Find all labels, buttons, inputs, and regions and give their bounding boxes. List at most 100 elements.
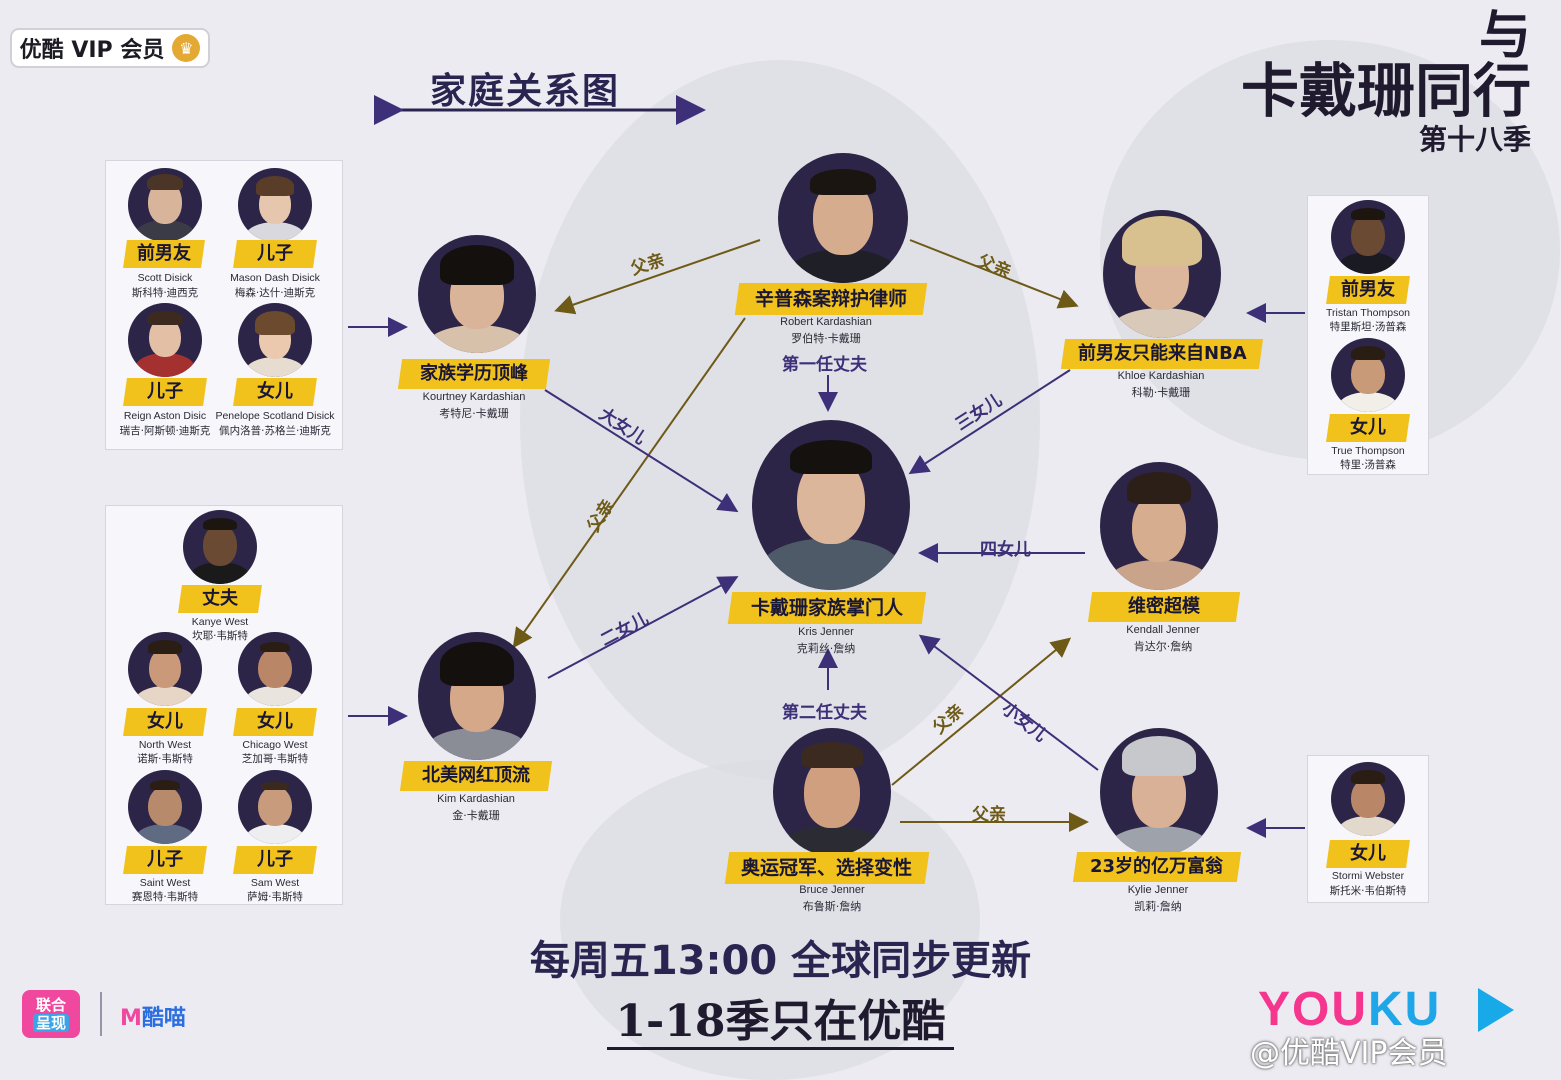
schedule-text: 每周五13:00 全球同步更新 (529, 938, 1032, 984)
person-name-en: Kendall Jenner (1126, 624, 1200, 636)
show-title-season: 第十八季 (1418, 123, 1531, 156)
relation-label: 第一任丈夫 (782, 355, 867, 375)
line-bruce-kendall (891, 637, 1072, 786)
avatar (1331, 762, 1405, 836)
avatar (128, 168, 202, 242)
person-name-cn: 凯莉·詹纳 (1134, 900, 1182, 913)
avatar (183, 510, 257, 584)
relation-tag: 前男友 (1326, 276, 1410, 304)
show-title: 与 卡戴珊同行 第十八季 (1241, 10, 1531, 154)
avatar (128, 770, 202, 844)
lianhe-logo-bottom: 呈现 (32, 1014, 69, 1032)
relation-tag: 女儿 (1326, 840, 1410, 868)
relation-label: 第二任丈夫 (782, 703, 867, 723)
person-name-en: Kylie Jenner (1127, 884, 1189, 896)
member-name-cn: 瑞吉·阿斯顿·迪斯克 (119, 425, 211, 437)
avatar (238, 632, 312, 706)
person-name-cn: 金·卡戴珊 (452, 809, 500, 822)
exclusive-text: 1-18季只在优酷 (0, 985, 1561, 1050)
youku-logo-part2: KU (1368, 983, 1442, 1036)
member-name-en: True Thompson (1331, 445, 1405, 457)
person-name-en: Bruce Jenner (799, 884, 865, 896)
line-kim-kris (547, 576, 739, 679)
portrait-bruce (773, 728, 891, 856)
member-name-cn: 斯科特·迪西克 (131, 287, 199, 299)
youku-play-icon (1478, 988, 1514, 1032)
person-title-tag: 23岁的亿万富翁 (1072, 852, 1242, 882)
relation-tag: 女儿 (123, 708, 207, 736)
member-name-en: Sam West (250, 877, 300, 889)
person-name-cn: 肯达尔·詹纳 (1133, 640, 1193, 653)
member-name-en: Mason Dash Disick (230, 272, 320, 284)
member-name-en: Kanye West (191, 616, 249, 628)
kumiao-logo-mark: M (120, 1006, 142, 1031)
member-name-en: Tristan Thompson (1325, 307, 1411, 319)
relation-tag: 儿子 (233, 846, 317, 874)
avatar (238, 168, 312, 242)
crown-icon: ♛ (172, 34, 201, 62)
vip-badge-text: 优酷 VIP 会员 (19, 38, 165, 63)
person-name-en: Khloe Kardashian (1117, 370, 1205, 382)
relation-tag: 女儿 (233, 378, 317, 406)
avatar (1331, 200, 1405, 274)
avatar (1331, 338, 1405, 412)
member-name-en: Saint West (139, 877, 191, 889)
portrait-kylie (1100, 728, 1218, 856)
line-khloe-kris (908, 369, 1071, 475)
member-name-cn: 赛恩特·韦斯特 (131, 891, 199, 903)
relation-tag: 前男友 (123, 240, 205, 268)
line-robert-kim (512, 317, 746, 649)
person-title-tag: 北美网红顶流 (399, 761, 553, 791)
portrait-kris (752, 420, 910, 590)
show-title-line1: 与 (1478, 6, 1531, 66)
member-name-cn: 佩内洛普·苏格兰·迪斯克 (219, 425, 331, 437)
person-name-en: Kourtney Kardashian (422, 391, 526, 403)
avatar (128, 303, 202, 377)
lianhe-logo-top: 联合 (35, 996, 66, 1014)
person-title-tag: 前男友只能来自NBA (1060, 339, 1264, 369)
member-name-cn: 萨姆·韦斯特 (247, 891, 303, 903)
person-name-en: Robert Kardashian (780, 316, 872, 328)
person-title-tag: 家族学历顶峰 (397, 359, 551, 389)
person-title-tag: 卡戴珊家族掌门人 (727, 592, 927, 624)
logo-divider (100, 992, 102, 1036)
relation-tag: 女儿 (233, 708, 317, 736)
background-portrait-shade (560, 760, 980, 1080)
portrait-kourtney (418, 235, 536, 353)
portrait-robert (778, 153, 908, 283)
person-name-en: Kim Kardashian (437, 793, 515, 805)
person-title-tag: 奥运冠军、选择变性 (724, 852, 930, 884)
person-name-cn: 罗伯特·卡戴珊 (791, 332, 861, 345)
member-name-en: North West (138, 739, 192, 751)
person-name-cn: 克莉丝·詹纳 (796, 642, 856, 655)
person-title-tag: 辛普森案辩护律师 (734, 283, 928, 315)
member-name-en: Penelope Scotland Disick (215, 410, 335, 422)
vip-badge: 优酷 VIP 会员 ♛ (10, 28, 210, 68)
member-name-cn: 坎耶·韦斯特 (192, 630, 248, 642)
line-kylie-kris (918, 634, 1099, 771)
person-name-cn: 布鲁斯·詹纳 (802, 900, 862, 913)
relation-tag: 儿子 (123, 378, 207, 406)
person-name-cn: 考特尼·卡戴珊 (439, 407, 509, 420)
avatar (238, 770, 312, 844)
show-title-line2: 卡戴珊同行 (1240, 57, 1531, 125)
person-name-cn: 科勒·卡戴珊 (1131, 386, 1191, 399)
member-name-cn: 诺斯·韦斯特 (137, 753, 193, 765)
relation-tag: 女儿 (1326, 414, 1410, 442)
exclusive-text-line: 1-18季只在优酷 (607, 996, 954, 1050)
weibo-watermark: @优酷VIP会员 (1250, 1036, 1448, 1071)
avatar (128, 632, 202, 706)
portrait-kim (418, 632, 536, 760)
member-name-cn: 特里斯坦·汤普森 (1329, 321, 1407, 333)
lianhe-chengxian-logo: 联合 呈现 (22, 990, 80, 1038)
member-name-cn: 斯托米·韦伯斯特 (1329, 885, 1407, 897)
member-name-en: Chicago West (242, 739, 308, 751)
member-name-en: Stormi Webster (1331, 870, 1405, 882)
avatar (238, 303, 312, 377)
line-robert-kourtney (554, 239, 761, 315)
relation-label: 父亲 (972, 805, 1006, 825)
youku-logo-part1: YOU (1258, 983, 1369, 1036)
member-name-cn: 梅森·达什·迪斯克 (234, 287, 316, 299)
member-name-cn: 芝加哥·韦斯特 (241, 753, 309, 765)
